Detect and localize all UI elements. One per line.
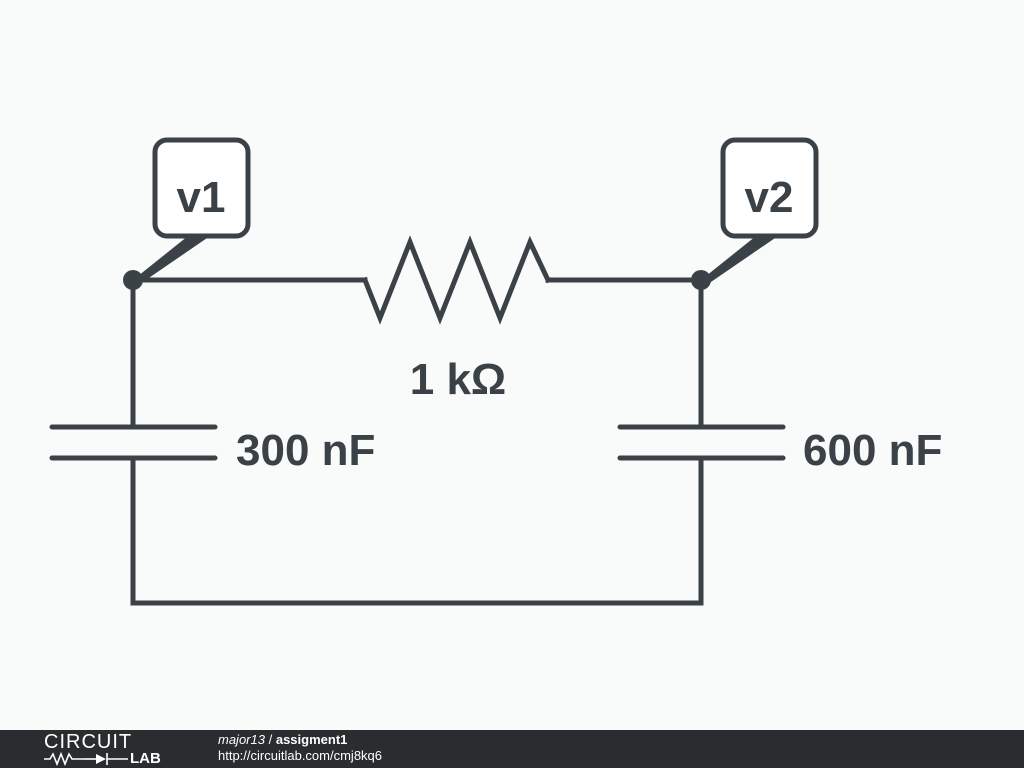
probe-v1-label: v1 [177, 173, 226, 222]
logo-circuit-icon [44, 752, 128, 766]
author-link[interactable]: major13 [218, 732, 265, 747]
circuit-meta: major13 / assigment1 http://circuitlab.c… [218, 732, 382, 764]
probe-v2-pointer [701, 236, 778, 284]
circuit-title-link[interactable]: assigment1 [275, 732, 348, 747]
probe-v1-pointer [133, 236, 210, 284]
probe-v1-box[interactable] [152, 137, 251, 239]
logo-text-bottom: LAB [130, 750, 161, 767]
resistor-value-label: 1 kΩ [410, 355, 506, 404]
node-v1[interactable] [123, 270, 143, 290]
circuit-url-link[interactable]: http://circuitlab.com/cmj8kq6 [218, 748, 383, 763]
logo-text-top: CIRCUIT [44, 731, 133, 753]
probe-v2-label: v2 [745, 173, 794, 222]
circuitlab-logo[interactable]: CIRCUIT LAB [44, 732, 174, 766]
footer-bar: CIRCUIT LAB major13 / assigment1 http://… [0, 730, 1024, 768]
circuit-schematic: v1 v2 1 kΩ 300 nF 600 nF [49, 137, 942, 606]
node-v2[interactable] [691, 270, 711, 290]
capacitor-right-value-label: 600 nF [803, 426, 942, 475]
meta-separator: / [268, 732, 273, 747]
probe-v2-box[interactable] [720, 137, 819, 239]
capacitor-left-value-label: 300 nF [236, 426, 375, 475]
resistor-symbol [361, 235, 552, 325]
